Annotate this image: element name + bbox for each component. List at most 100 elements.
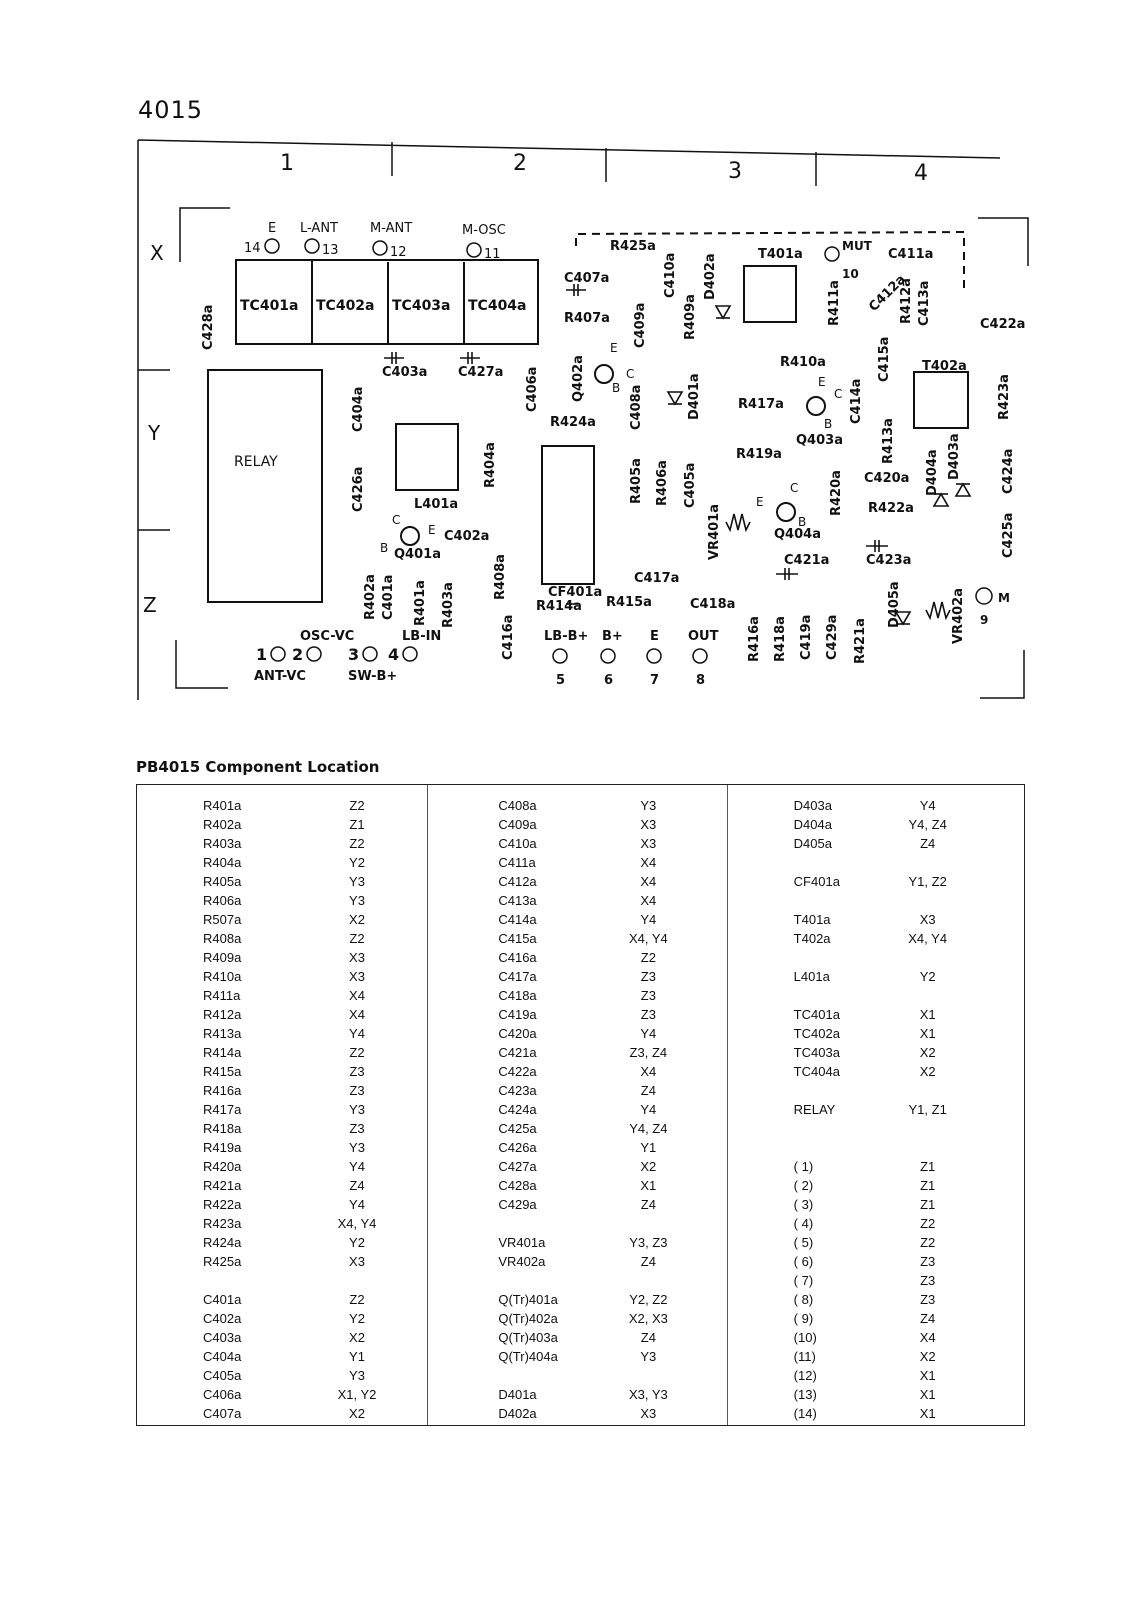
component-ref: R423a xyxy=(203,1216,242,1231)
table-row: ( 4)Z2 xyxy=(728,1215,1024,1233)
grid-location: X2, X3 xyxy=(628,1311,668,1326)
component-label: C402a xyxy=(444,529,489,544)
grid-location: X4 xyxy=(919,1330,936,1345)
component-ref: VR402a xyxy=(498,1254,546,1269)
component-ref: Q(Tr)403a xyxy=(498,1330,558,1345)
grid-location: X1 xyxy=(919,1368,936,1383)
component-ref: C427a xyxy=(498,1159,537,1174)
component-ref: D403a xyxy=(793,798,832,813)
component-ref: C413a xyxy=(498,893,537,908)
component-ref: R415a xyxy=(203,1064,242,1079)
component-ref: C415a xyxy=(498,931,537,946)
component-label: C417a xyxy=(634,571,679,586)
trimmer-block: TC401a TC402a TC403a TC404a xyxy=(235,259,539,345)
row-label: Z xyxy=(143,593,157,617)
grid-location: Z3 xyxy=(349,1121,365,1136)
component-ref: R416a xyxy=(203,1083,242,1098)
component-label: R406a xyxy=(655,460,670,506)
terminal-number: 10 xyxy=(842,267,859,281)
pin-label: B xyxy=(380,541,388,555)
grid-location: X3 xyxy=(919,912,936,927)
component-ref: R411a xyxy=(203,988,241,1003)
column-label: 4 xyxy=(914,161,928,186)
table-row: (10)X4 xyxy=(728,1329,1024,1347)
component-ref: ( 9) xyxy=(793,1311,814,1326)
grid-location: X2 xyxy=(349,912,365,927)
table-title: PB4015 Component Location xyxy=(136,758,380,776)
trimmer-label: TC403a xyxy=(392,298,451,314)
terminal-pad xyxy=(270,646,286,662)
component-label: C401a xyxy=(381,575,396,620)
grid-location: Y3 xyxy=(349,1140,365,1155)
component-label: VR402a xyxy=(951,588,966,644)
component-label: R412a xyxy=(899,278,914,324)
terminal-label: E xyxy=(650,629,659,644)
grid-location: Z3 xyxy=(640,988,656,1003)
grid-location: X4, Y4 xyxy=(908,931,948,946)
grid-location: X2 xyxy=(919,1045,936,1060)
component-ref: (12) xyxy=(793,1368,817,1383)
terminal-label: L-ANT xyxy=(300,221,338,236)
terminal-label: M-OSC xyxy=(462,223,506,238)
component-ref: TC404a xyxy=(793,1064,840,1079)
component-ref: R421a xyxy=(203,1178,242,1193)
page-number: 4015 xyxy=(138,96,204,124)
grid-location: X2 xyxy=(919,1349,936,1364)
terminal-pad xyxy=(372,240,388,256)
component-label: R425a xyxy=(610,239,656,254)
grid-location: X2 xyxy=(349,1330,365,1345)
component-ref: ( 8) xyxy=(793,1292,814,1307)
grid-location: Y3 xyxy=(349,874,365,889)
terminal-number: 5 xyxy=(556,673,565,688)
column-label: 2 xyxy=(513,151,527,176)
pin-label: E xyxy=(428,523,436,537)
component-labels: C428a C403a C427a C404a C426a L401a C402… xyxy=(201,239,1025,664)
grid-location: Z2 xyxy=(349,1292,365,1307)
l401-block xyxy=(395,423,459,491)
component-ref: C409a xyxy=(498,817,537,832)
component-ref: R401a xyxy=(203,798,242,813)
component-label: R409a xyxy=(683,294,698,340)
component-label: C403a xyxy=(382,365,427,380)
grid-location: X1 xyxy=(919,1026,936,1041)
terminal-pad xyxy=(824,246,840,262)
grid-location: X3 xyxy=(640,836,657,851)
component-ref: R410a xyxy=(203,969,242,984)
grid-location: X1, Y2 xyxy=(337,1387,377,1402)
grid-location: Z2 xyxy=(920,1216,936,1231)
grid-location: Y4, Z4 xyxy=(908,817,947,832)
terminal-number: 13 xyxy=(322,243,339,258)
component-ref: C417a xyxy=(498,969,537,984)
grid-location: Y1, Z1 xyxy=(908,1102,947,1117)
grid-location: Y2 xyxy=(349,855,365,870)
terminal-number: 3 xyxy=(348,645,359,664)
terminal-label: SW-B+ xyxy=(348,669,397,684)
terminal-label: OSC-VC xyxy=(300,629,354,644)
component-symbols xyxy=(384,284,972,626)
pin-label: B xyxy=(824,417,832,431)
grid-location: Y1 xyxy=(349,1349,365,1364)
pin-label: C xyxy=(626,367,634,381)
component-ref: C424a xyxy=(498,1102,537,1117)
component-label: T401a xyxy=(758,247,803,262)
component-ref: (11) xyxy=(793,1349,816,1364)
component-ref: ( 3) xyxy=(793,1197,814,1212)
row-label: Y xyxy=(147,421,161,445)
component-ref: RELAY xyxy=(793,1102,836,1117)
component-ref: R424a xyxy=(203,1235,242,1250)
cf401-block xyxy=(541,445,595,585)
